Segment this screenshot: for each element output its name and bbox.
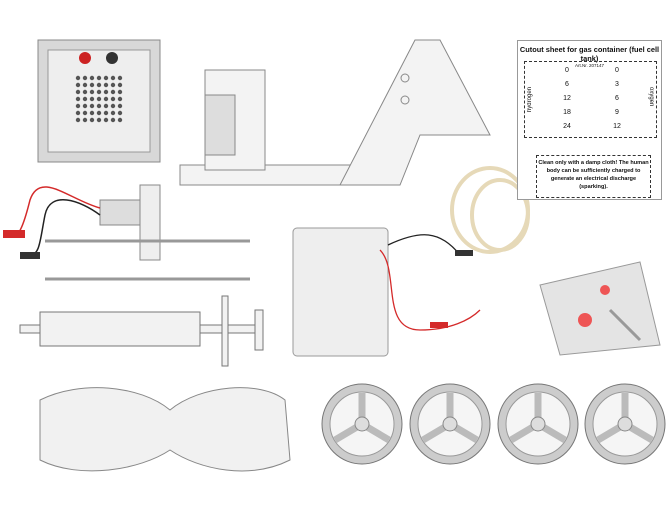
battery-box — [292, 227, 481, 357]
fuel-cell-plate — [37, 39, 161, 163]
vent-hole — [110, 96, 116, 102]
vent-hole — [96, 103, 102, 109]
wheels — [321, 383, 666, 465]
vent-hole — [110, 82, 116, 88]
vent-hole — [96, 75, 102, 81]
oxygen-scale: 0 3 6 9 12 — [597, 64, 637, 134]
vent-hole — [89, 82, 95, 88]
vent-hole — [117, 96, 123, 102]
scale-mark: 24 — [563, 123, 571, 130]
syringe — [19, 295, 264, 367]
chassis-frame — [179, 39, 491, 186]
vent-hole — [82, 82, 88, 88]
vent-hole — [82, 110, 88, 116]
oxygen-label: oxygen — [648, 87, 654, 107]
hydrogen-label: hydrogen — [527, 87, 533, 113]
vent-hole — [96, 110, 102, 116]
vent-hole — [103, 75, 109, 81]
vent-hole — [117, 82, 123, 88]
vent-hole — [117, 89, 123, 95]
vent-hole — [75, 117, 81, 123]
vent-hole — [89, 75, 95, 81]
vent-hole — [103, 103, 109, 109]
vent-hole — [96, 89, 102, 95]
vent-hole — [82, 103, 88, 109]
vent-hole — [89, 117, 95, 123]
vent-hole — [75, 82, 81, 88]
vent-hole — [82, 89, 88, 95]
hydrogen-scale: 0 6 12 18 24 — [547, 64, 587, 134]
vent-hole — [117, 117, 123, 123]
vent-hole — [110, 75, 116, 81]
vent-hole — [110, 89, 116, 95]
vent-hole — [82, 117, 88, 123]
scale-mark: 6 — [615, 95, 619, 102]
scale-mark: 0 — [565, 67, 569, 74]
wheel — [409, 383, 491, 465]
vent-hole — [96, 96, 102, 102]
vent-hole — [103, 89, 109, 95]
vent-hole — [75, 110, 81, 116]
vent-hole — [103, 96, 109, 102]
vent-hole — [117, 103, 123, 109]
vent-hole — [89, 96, 95, 102]
gas-scale: hydrogen 0 6 12 18 24 0 3 6 9 12 oxygen — [524, 61, 657, 138]
silicone-tubing — [450, 166, 530, 254]
cutout-sheet: Cutout sheet for gas container (fuel cel… — [517, 40, 662, 200]
scale-mark: 18 — [563, 109, 571, 116]
vent-hole — [117, 110, 123, 116]
vent-hole — [89, 89, 95, 95]
safety-goggles — [39, 387, 291, 472]
motor-with-wires — [3, 184, 161, 261]
screws-bag — [539, 261, 661, 356]
wheel — [584, 383, 666, 465]
scale-mark: 12 — [613, 123, 621, 130]
scale-mark: 6 — [565, 81, 569, 88]
wheel — [321, 383, 403, 465]
article-number: Art.Nr. 207147 — [574, 63, 605, 68]
scale-mark: 9 — [615, 109, 619, 116]
vent-hole — [75, 103, 81, 109]
vent-hole — [89, 103, 95, 109]
vent-hole — [110, 103, 116, 109]
vent-hole — [117, 75, 123, 81]
vent-hole — [89, 110, 95, 116]
vent-hole — [82, 96, 88, 102]
warning-note: Clean only with a damp cloth! The human … — [536, 155, 651, 198]
vent-hole — [96, 117, 102, 123]
vent-hole — [103, 117, 109, 123]
vent-hole — [75, 89, 81, 95]
vent-hole — [96, 82, 102, 88]
vent-hole — [75, 75, 81, 81]
wheel — [497, 383, 579, 465]
sheet-title: Cutout sheet for gas container (fuel cel… — [519, 45, 660, 63]
vent-hole — [103, 110, 109, 116]
vent-hole — [75, 96, 81, 102]
scale-mark: 0 — [615, 67, 619, 74]
scale-mark: 12 — [563, 95, 571, 102]
vent-hole — [110, 110, 116, 116]
scale-mark: 3 — [615, 81, 619, 88]
vent-hole — [82, 75, 88, 81]
vent-hole — [110, 117, 116, 123]
vent-hole — [103, 82, 109, 88]
